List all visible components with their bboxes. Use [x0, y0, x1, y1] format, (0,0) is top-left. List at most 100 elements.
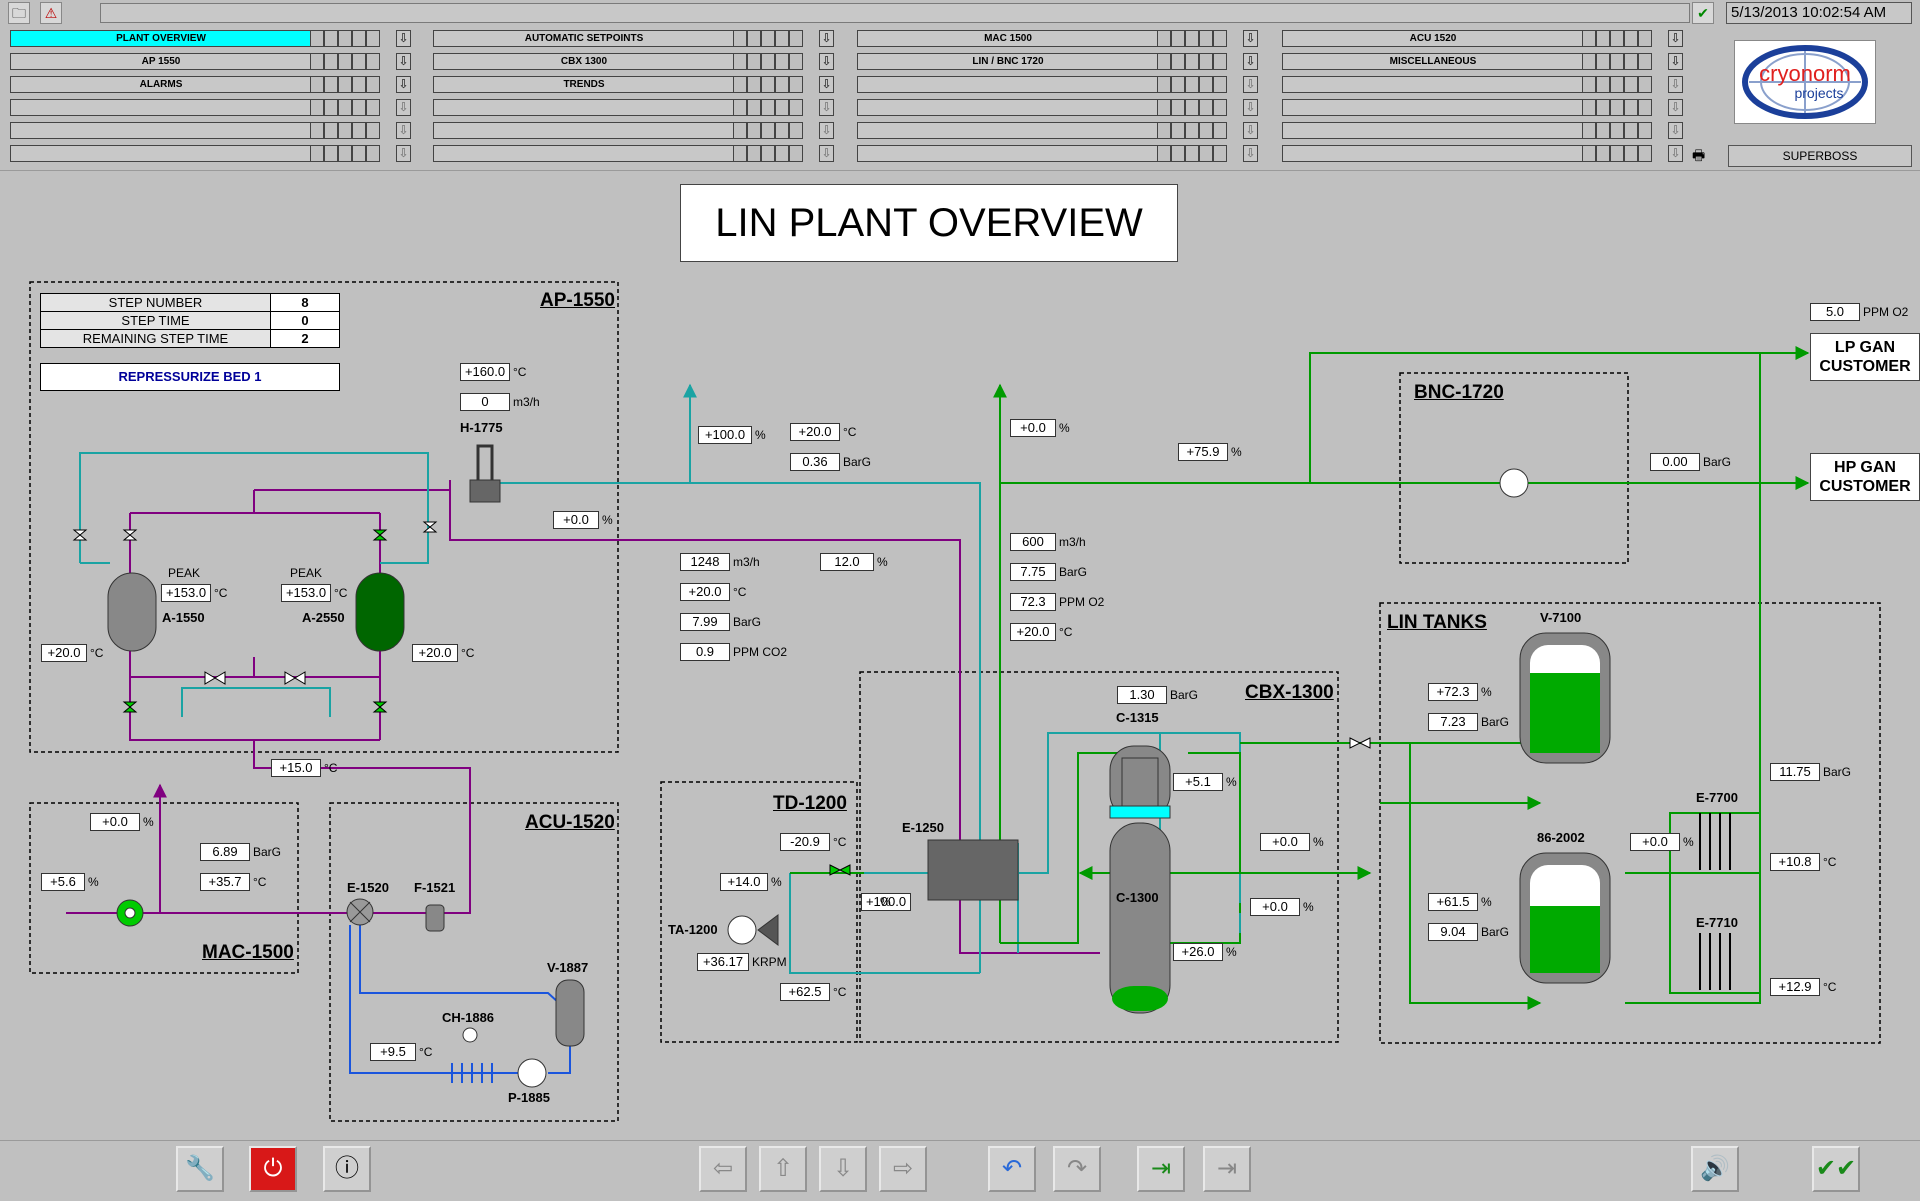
nav-right-button[interactable]: ⇨ [879, 1146, 927, 1192]
nav-drop-arrow-icon[interactable]: ⇩ [396, 145, 411, 162]
value-mac-press[interactable]: 6.89 [200, 843, 250, 861]
value-gan-valve[interactable]: +75.9 [1178, 443, 1228, 461]
value-gan-temp[interactable]: +20.0 [1010, 623, 1056, 641]
nav-up-button[interactable]: ⇧ [759, 1146, 807, 1192]
nav-drop-arrow-icon[interactable]: ⇩ [396, 53, 411, 70]
nav-button-r0-c1[interactable]: AUTOMATIC SETPOINTS [433, 30, 735, 47]
nav-button-r3-c0[interactable] [10, 99, 312, 116]
nav-button-r2-c3[interactable] [1282, 76, 1584, 93]
value-cbx-out2[interactable]: +0.0 [1250, 898, 1300, 916]
value-td-temp-in[interactable]: -20.9 [780, 833, 830, 851]
nav-drop-arrow-icon[interactable]: ⇩ [396, 30, 411, 47]
value-e7710-temp[interactable]: +12.9 [1770, 978, 1820, 996]
nav-button-r1-c1[interactable]: CBX 1300 [433, 53, 735, 70]
folder-icon[interactable]: 🗀 [8, 2, 30, 24]
tools-button[interactable]: 🔧 [176, 1146, 224, 1192]
value-t86-level[interactable]: +61.5 [1428, 893, 1478, 911]
alarm-icon[interactable]: ⚠ [40, 2, 62, 24]
nav-button-r0-c3[interactable]: ACU 1520 [1282, 30, 1584, 47]
value-air-press[interactable]: 0.36 [790, 453, 840, 471]
value-td-valve[interactable]: +14.0 [720, 873, 768, 891]
value-c1315-level[interactable]: +5.1 [1173, 773, 1223, 791]
nav-button-r5-c1[interactable] [433, 145, 735, 162]
nav-drop-arrow-icon[interactable]: ⇩ [396, 122, 411, 139]
nav-button-r1-c0[interactable]: AP 1550 [10, 53, 312, 70]
nav-drop-arrow-icon[interactable]: ⇩ [1243, 99, 1258, 116]
import-button[interactable]: ⇥ [1137, 1146, 1185, 1192]
value-t86-press[interactable]: 9.04 [1428, 923, 1478, 941]
value-peak1[interactable]: +153.0 [161, 584, 211, 602]
redo-button[interactable]: ↷ [1053, 1146, 1101, 1192]
nav-drop-arrow-icon[interactable]: ⇩ [1243, 122, 1258, 139]
nav-drop-arrow-icon[interactable]: ⇩ [819, 76, 834, 93]
nav-button-r2-c2[interactable] [857, 76, 1159, 93]
nav-drop-arrow-icon[interactable]: ⇩ [1668, 30, 1683, 47]
nav-button-r1-c3[interactable]: MISCELLANEOUS [1282, 53, 1584, 70]
nav-button-r4-c2[interactable] [857, 122, 1159, 139]
lp-gan-customer[interactable]: LP GAN CUSTOMER [1810, 333, 1920, 381]
checklist-icon[interactable]: ✔ [1692, 2, 1714, 24]
value-h-flow[interactable]: 0 [460, 393, 510, 411]
nav-button-r1-c2[interactable]: LIN / BNC 1720 [857, 53, 1159, 70]
nav-button-r5-c3[interactable] [1282, 145, 1584, 162]
value-feed-press[interactable]: 7.99 [680, 613, 730, 631]
nav-drop-arrow-icon[interactable]: ⇩ [819, 99, 834, 116]
nav-drop-arrow-icon[interactable]: ⇩ [819, 30, 834, 47]
nav-drop-arrow-icon[interactable]: ⇩ [1668, 122, 1683, 139]
value-ch-temp[interactable]: +9.5 [370, 1043, 416, 1061]
value-v7100-level[interactable]: +72.3 [1428, 683, 1478, 701]
value-cbx-out1[interactable]: +0.0 [1260, 833, 1310, 851]
value-ap-out-temp[interactable]: +15.0 [271, 759, 321, 777]
nav-drop-arrow-icon[interactable]: ⇩ [1243, 76, 1258, 93]
value-c1300-level[interactable]: +26.0 [1173, 943, 1223, 961]
value-c1315-press[interactable]: 1.30 [1117, 686, 1167, 704]
value-mac-temp[interactable]: +35.7 [200, 873, 250, 891]
value-gan-press[interactable]: 7.75 [1010, 563, 1056, 581]
value-gan-vent[interactable]: +0.0 [1010, 419, 1056, 437]
nav-drop-arrow-icon[interactable]: ⇩ [819, 122, 834, 139]
nav-button-r3-c3[interactable] [1282, 99, 1584, 116]
value-bnc-press[interactable]: 0.00 [1650, 453, 1700, 471]
value-purple-valve[interactable]: 12.0 [820, 553, 874, 571]
value-feed-flow[interactable]: 1248 [680, 553, 730, 571]
value-a1-temp[interactable]: +20.0 [41, 644, 87, 662]
nav-drop-arrow-icon[interactable]: ⇩ [396, 99, 411, 116]
acknowledge-button[interactable]: ✔✔ [1812, 1146, 1860, 1192]
nav-button-r2-c0[interactable]: ALARMS [10, 76, 312, 93]
value-mac-vent[interactable]: +0.0 [90, 813, 140, 831]
shutdown-button[interactable]: ⏻ [249, 1146, 297, 1192]
value-ap-valve[interactable]: +0.0 [553, 511, 599, 529]
nav-drop-arrow-icon[interactable]: ⇩ [819, 145, 834, 162]
nav-down-button[interactable]: ⇩ [819, 1146, 867, 1192]
nav-left-button[interactable]: ⇦ [699, 1146, 747, 1192]
sound-ack-button[interactable]: 🔊 [1691, 1146, 1739, 1192]
nav-button-r4-c1[interactable] [433, 122, 735, 139]
value-tank-valve[interactable]: +0.0 [1630, 833, 1680, 851]
value-gan-flow[interactable]: 600 [1010, 533, 1056, 551]
nav-drop-arrow-icon[interactable]: ⇩ [396, 76, 411, 93]
value-h-temp[interactable]: +160.0 [460, 363, 510, 381]
user-display[interactable]: SUPERBOSS [1728, 145, 1912, 167]
value-gan-o2[interactable]: 72.3 [1010, 593, 1056, 611]
nav-button-r2-c1[interactable]: TRENDS [433, 76, 735, 93]
printer-icon[interactable]: 🖶 [1692, 147, 1706, 163]
nav-button-r4-c0[interactable] [10, 122, 312, 139]
value-v7100-press[interactable]: 7.23 [1428, 713, 1478, 731]
nav-button-r3-c2[interactable] [857, 99, 1159, 116]
nav-button-r5-c2[interactable] [857, 145, 1159, 162]
value-lp-ppm[interactable]: 5.0 [1810, 303, 1860, 321]
value-td-temp-out[interactable]: +62.5 [780, 983, 830, 1001]
value-e7700-temp[interactable]: +10.8 [1770, 853, 1820, 871]
undo-button[interactable]: ↶ [988, 1146, 1036, 1192]
nav-drop-arrow-icon[interactable]: ⇩ [1243, 53, 1258, 70]
nav-drop-arrow-icon[interactable]: ⇩ [1243, 145, 1258, 162]
value-air-vent[interactable]: +100.0 [698, 426, 752, 444]
nav-drop-arrow-icon[interactable]: ⇩ [1668, 99, 1683, 116]
nav-drop-arrow-icon[interactable]: ⇩ [1668, 145, 1683, 162]
info-button[interactable]: ⓘ [323, 1146, 371, 1192]
export-button[interactable]: ⇥ [1203, 1146, 1251, 1192]
value-hp-press[interactable]: 11.75 [1770, 763, 1820, 781]
nav-button-r0-c0[interactable]: PLANT OVERVIEW [10, 30, 312, 47]
value-feed-temp[interactable]: +20.0 [680, 583, 730, 601]
value-air-temp[interactable]: +20.0 [790, 423, 840, 441]
